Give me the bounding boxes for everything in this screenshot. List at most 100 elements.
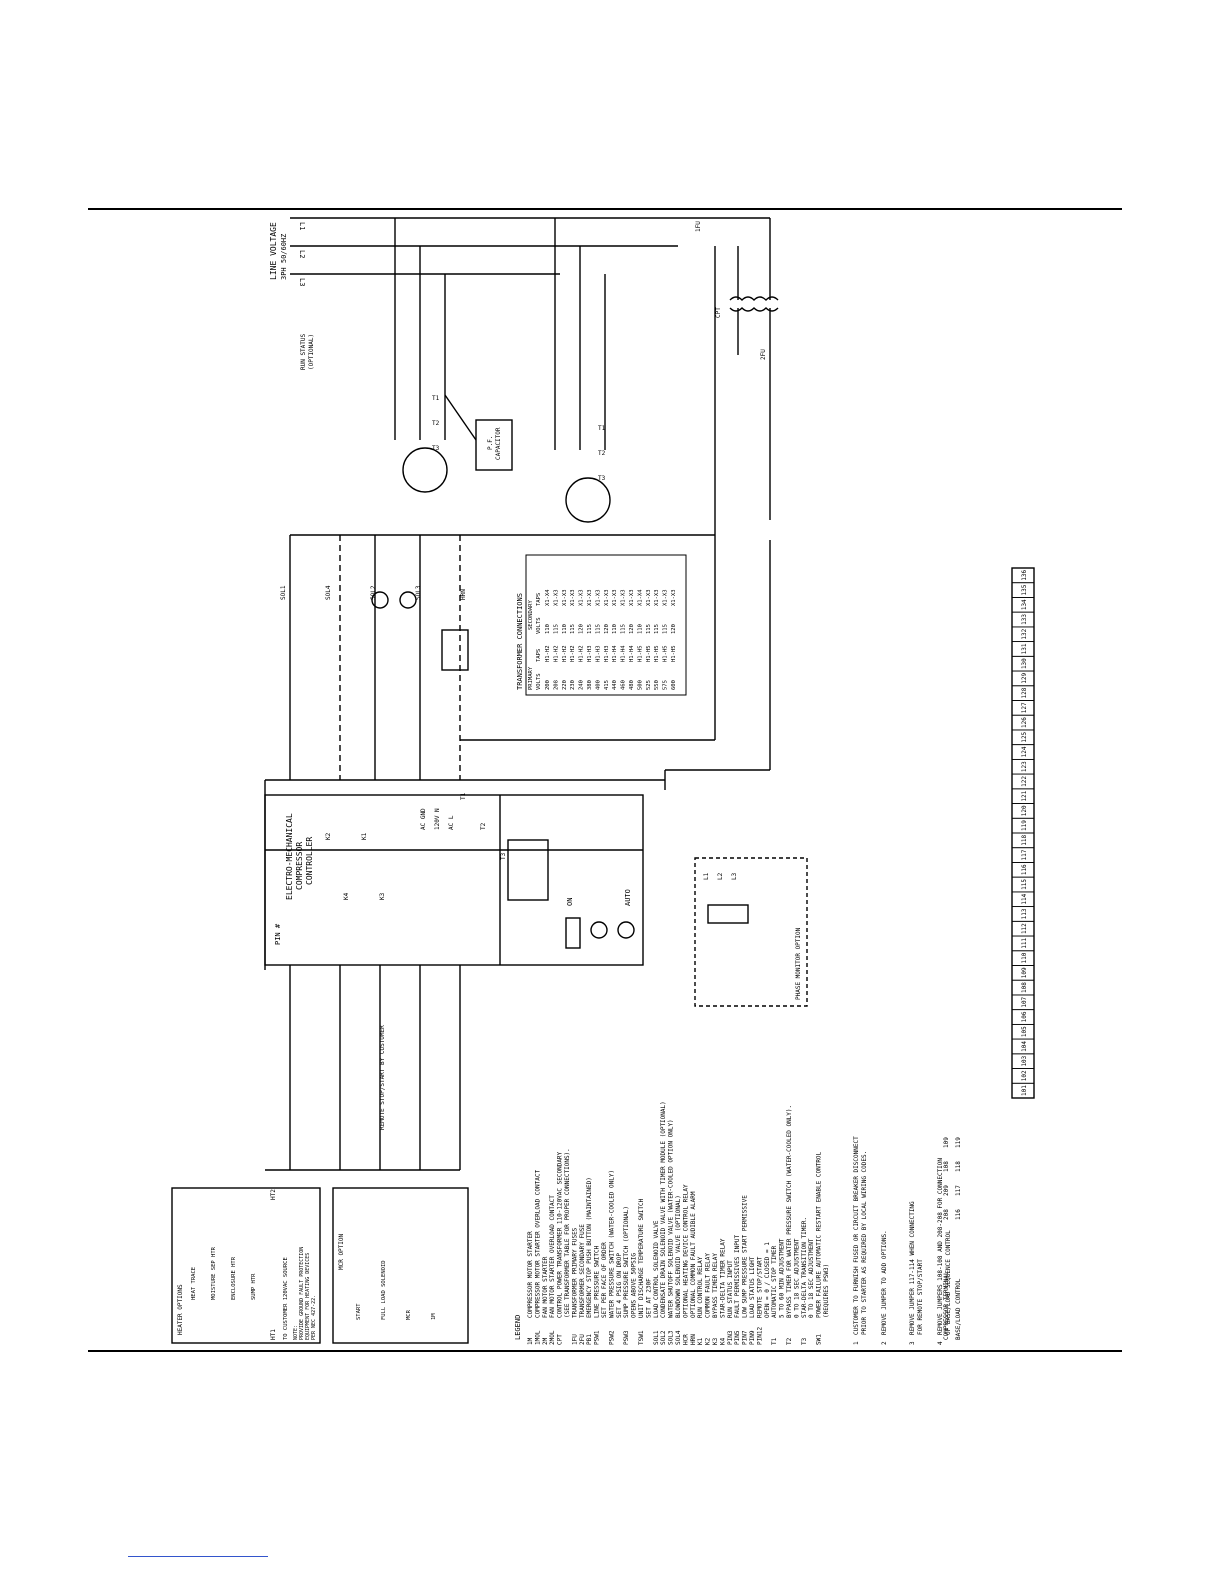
transformer-table-cell: H1-H2	[579, 645, 585, 662]
legend-code: SOL2	[660, 1330, 667, 1345]
phase-monitor-tap: L3	[731, 872, 738, 880]
sequence-row2-cell: 118	[955, 1161, 962, 1172]
heater-terminal-ht2: HT2	[270, 1189, 277, 1200]
run-status-optional: (OPTIONAL)	[308, 334, 315, 370]
legend-description: BYPASS TIMER RELAY	[712, 1253, 719, 1318]
terminal-number: 103	[1021, 1055, 1028, 1066]
sequence-row2-cell: 116	[955, 1209, 962, 1220]
terminal-number: 110	[1021, 952, 1028, 963]
terminal-number: 116	[1021, 864, 1028, 875]
terminal-number: 109	[1021, 967, 1028, 978]
mcr-option-label: 1M	[431, 1313, 437, 1320]
terminal-number: 112	[1021, 923, 1028, 934]
transformer-table-cell: 110	[562, 624, 568, 634]
terminal-number: 126	[1021, 717, 1028, 728]
sequence-row1-cell: 208	[943, 1209, 950, 1220]
note-number: 2	[881, 1341, 888, 1345]
transformer-table-cell: 115	[553, 624, 559, 634]
legend-description: (REQUIRES PSW3)	[823, 1264, 830, 1318]
solenoid-label: SOL2	[370, 585, 377, 600]
capacitor-label: P.F.	[487, 436, 494, 450]
controller-relay-label: K2	[325, 832, 332, 840]
transformer-table-cell: 120	[671, 624, 677, 634]
heater-option-item: MOISTURE SEP HTR	[211, 1246, 217, 1300]
solenoid-label: SOL1	[280, 585, 287, 600]
transformer-table-cell: X1-X3	[629, 589, 635, 606]
heater-note-line: EQUIPMENT FOR HEATING DEVICES	[305, 1253, 311, 1340]
transformer-table-cell: H1-H3	[587, 645, 593, 662]
sequence-row1-label: COMPRESSOR TERMINAL	[943, 1271, 950, 1340]
transformer-column-header: VOLTS	[536, 673, 542, 690]
sequence-row2-label: BASE/LOAD CONTROL	[955, 1278, 962, 1340]
legend-description: (SEE TRANSFORMER TABLE FOR PROPER CONNEC…	[564, 1148, 571, 1318]
transformer-table-cell: 240	[579, 680, 585, 690]
legend-code: T2	[786, 1337, 793, 1345]
mcr-option-label: MCR	[406, 1309, 412, 1320]
transformer-table-cell: 110	[612, 624, 618, 634]
legend-description: OPTIONAL COMMON FAULT AUDIBLE ALARM	[690, 1191, 697, 1318]
note-number: 1	[853, 1341, 860, 1345]
legend-description: OPENS ABOVE 50PSIG	[631, 1253, 638, 1318]
legend-description: TRANSFORMER PRIMARY FUSES	[571, 1227, 578, 1318]
heater-option-item: HEAT TRACE	[191, 1267, 197, 1300]
remote-stop-start-label: REMOTE STOP/START BY CUSTOMER	[379, 1025, 386, 1130]
legend-code: HRN	[690, 1334, 697, 1345]
mcr-option-label: FULL LOAD SOLENOID	[381, 1260, 387, 1320]
transformer-column-header: TAPS	[536, 593, 542, 606]
legend-code: PIN5	[734, 1330, 741, 1345]
transformer-table-cell: H1-H4	[629, 645, 635, 662]
transformer-table-cell: 115	[595, 624, 601, 634]
terminal-number: 128	[1021, 687, 1028, 698]
transformer-table-cell: 500	[637, 680, 643, 690]
legend-description: LOAD STATUS LIGHT	[749, 1256, 756, 1318]
transformer-secondary-header: SECONDARY	[528, 600, 534, 630]
transformer-table-cell: X1-X4	[637, 589, 643, 606]
terminal-number: 119	[1021, 820, 1028, 831]
transformer-table-cell: H1-H5	[654, 645, 660, 662]
terminal-number: 101	[1021, 1085, 1028, 1096]
transformer-table-cell: X1-X3	[604, 589, 610, 606]
terminal-number: 113	[1021, 908, 1028, 919]
sequence-row1-cell: 209	[943, 1185, 950, 1196]
transformer-table-cell: H1-H3	[604, 645, 610, 662]
legend-description: OPTIONAL HEATING DEVICE CONTROL RELAY	[682, 1184, 689, 1318]
controller-relay-label: K3	[379, 892, 386, 900]
transformer-table-cell: X1-X3	[579, 589, 585, 606]
legend-code: TSW1	[638, 1330, 645, 1345]
transformer-table-cell: H1-H5	[646, 645, 652, 662]
transformer-table-cell: X1-X3	[671, 589, 677, 606]
controller-relay-label: K4	[343, 892, 350, 900]
terminal-number: 129	[1021, 673, 1028, 684]
line-label-l3: L3	[298, 278, 306, 286]
motor2-terminal: T3	[598, 475, 606, 482]
terminal-number: 118	[1021, 834, 1028, 845]
controller-timer-label: T1	[460, 792, 467, 800]
fuse-1fu-label: 1FU	[695, 221, 702, 232]
transformer-table-cell: 380	[587, 680, 593, 690]
heater-options-title: HEATER OPTIONS	[177, 1284, 184, 1335]
transformer-table-cell: X1-X3	[654, 589, 660, 606]
transformer-table-cell: 208	[553, 680, 559, 690]
sequence-row1-cell: 108	[943, 1161, 950, 1172]
line-voltage-label-2: 3PH 50/60HZ	[280, 234, 288, 280]
controller-timer-label: T2	[480, 822, 487, 830]
transformer-column-header: VOLTS	[536, 617, 542, 634]
transformer-table-cell: X1-X3	[663, 589, 669, 606]
transformer-table-cell: 220	[562, 680, 568, 690]
fuse-2fu-label: 2FU	[760, 349, 767, 360]
transformer-table-cell: 400	[595, 680, 601, 690]
transformer-table-cell: 600	[671, 680, 677, 690]
note-text-continued: FOR REMOTE STOP/START	[917, 1259, 924, 1335]
top-rule	[88, 208, 1122, 210]
legend-code: K4	[719, 1337, 726, 1345]
note-text: REMOVE JUMPERS 108-108 AND 208-208 FOR C…	[937, 1158, 944, 1335]
terminal-cell	[1011, 567, 1035, 584]
terminal-number: 124	[1021, 746, 1028, 757]
legend-code: 2MOL	[549, 1330, 556, 1345]
transformer-table-cell: 460	[621, 680, 627, 690]
legend-title: LEGEND	[514, 1315, 522, 1340]
terminal-number: 106	[1021, 1011, 1028, 1022]
terminal-number: 133	[1021, 614, 1028, 625]
legend-code: PIN12	[756, 1327, 763, 1345]
